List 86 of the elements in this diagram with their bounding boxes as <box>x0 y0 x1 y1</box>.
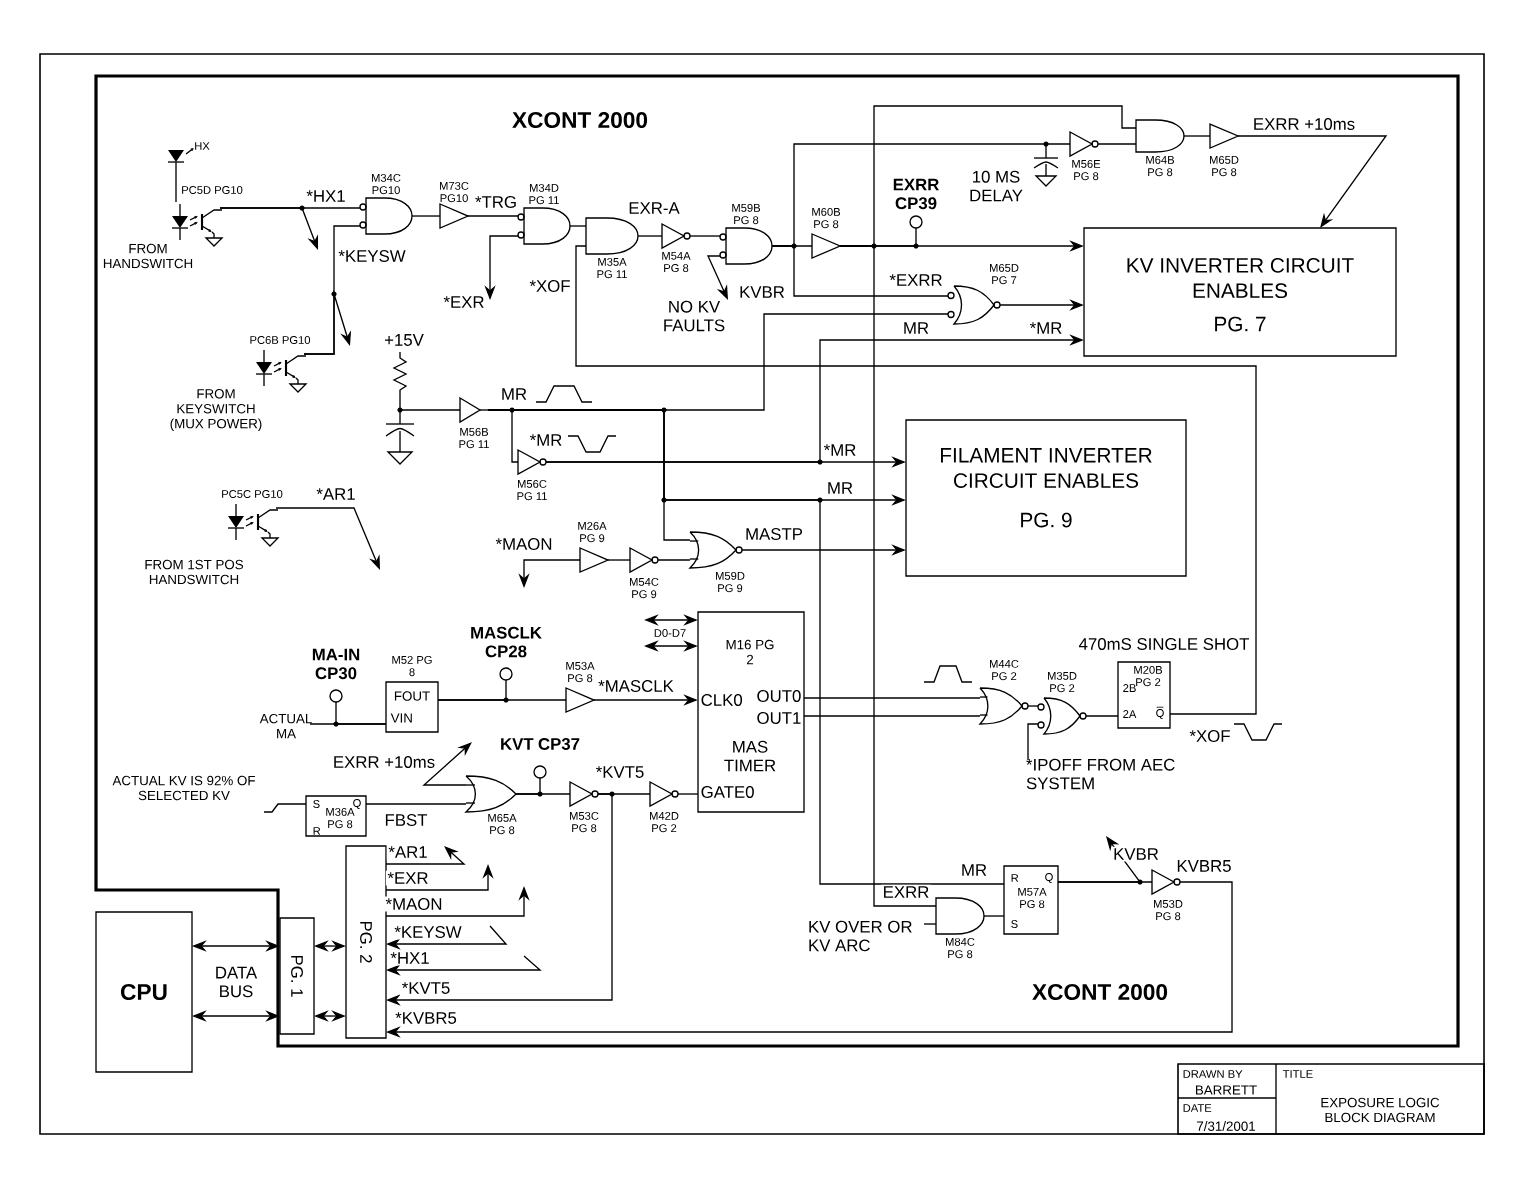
wire <box>569 225 587 227</box>
label: XCONT 2000 <box>1032 984 1168 1001</box>
arrow <box>422 742 472 786</box>
edge-label: MASTP <box>743 526 805 542</box>
edge-label: *KVT5 <box>594 764 646 780</box>
wire <box>365 803 467 805</box>
connector-box: PG. 2 <box>345 845 387 1039</box>
edge-label: MR <box>901 320 931 336</box>
edge-label: *MAON <box>493 536 555 552</box>
signal-text: NO KV FAULTS <box>664 300 725 332</box>
edge-label: *AR1 <box>314 486 358 502</box>
edge-label: *MAON <box>383 896 445 912</box>
wire <box>1027 723 1039 761</box>
arrow <box>1057 836 1142 883</box>
cpu-box: CPU <box>95 911 193 1073</box>
label: 10 MS DELAY <box>970 170 1023 202</box>
signal-text: *IPOFF FROM AEC SYSTEM <box>1026 758 1175 790</box>
edge-label: *AR1 <box>386 844 430 860</box>
edge-label: EXR-A <box>626 200 682 216</box>
wire <box>803 715 981 717</box>
node-label: EXRR CP39 <box>893 178 939 210</box>
arrow <box>303 289 352 355</box>
wire <box>983 915 1005 917</box>
label: 470mS SINGLE SHOT <box>1078 638 1250 650</box>
edge-label: *XOF <box>1187 728 1233 744</box>
wire <box>263 803 307 813</box>
wire <box>487 409 1005 885</box>
node-label: KVT CP37 <box>501 738 580 750</box>
wire <box>515 793 571 795</box>
edge-label: MR <box>959 862 989 878</box>
edge-label: KVBR <box>737 284 787 300</box>
edge-label: *KEYSW <box>336 248 408 264</box>
wire <box>1085 715 1119 717</box>
edge-label: *TRG <box>473 194 519 210</box>
wire <box>677 793 699 795</box>
wire <box>411 215 441 217</box>
wire <box>467 215 519 217</box>
label: KVBR5 <box>1177 860 1231 872</box>
label: *MR <box>529 434 562 446</box>
test-point: MASCLK CP28 <box>471 626 542 681</box>
wire <box>771 245 949 297</box>
edge-label: *MR <box>1028 320 1064 336</box>
wire <box>1027 705 1039 707</box>
wire <box>637 235 663 237</box>
edge-label: *HX1 <box>304 188 348 204</box>
block-box: KV INVERTER CIRCUIT ENABLES PG. 7 <box>1083 227 1397 357</box>
edge-label: *EXR <box>441 294 487 310</box>
connector-box: PG. 1 <box>279 917 315 1035</box>
arrow <box>1237 135 1388 228</box>
edge-label: *HX1 <box>388 950 432 966</box>
wire <box>689 235 721 237</box>
edge-label: *MR <box>822 442 858 458</box>
wire <box>839 245 937 907</box>
edge-label: KVBR <box>1111 846 1161 862</box>
edge-label: *KVT5 <box>400 980 452 996</box>
label: DATA BUS <box>216 966 258 998</box>
edge-label: *KVBR5 <box>393 1010 459 1026</box>
signal-text: KV OVER OR KV ARC <box>809 920 912 952</box>
test-point: EXRR CP39 <box>893 178 939 229</box>
edge-label: EXRR +10ms <box>331 754 437 770</box>
wire <box>607 559 631 561</box>
wire <box>803 697 981 699</box>
edge-label: FBST <box>382 812 430 828</box>
edge-label: MR <box>825 480 855 496</box>
edge-label: *EXRR <box>887 272 945 288</box>
edge-label: *EXR <box>385 870 431 886</box>
wire <box>575 245 1257 715</box>
edge-label: *MASCLK <box>596 678 676 694</box>
arrow <box>385 846 466 865</box>
label: +15V <box>385 334 424 346</box>
edge-label: EXRR +10ms <box>1251 116 1357 132</box>
test-point: MA-IN CP30 <box>312 648 360 703</box>
block-box: FILAMENT INVERTER CIRCUIT ENABLES PG. 9 <box>905 419 1187 577</box>
wire <box>1183 135 1211 137</box>
label: MR <box>502 388 527 400</box>
wire <box>1097 143 1137 145</box>
wire <box>309 723 387 725</box>
node-label: MA-IN CP30 <box>312 648 360 680</box>
node-label: MASCLK CP28 <box>471 626 542 658</box>
test-point: KVT CP37 <box>501 738 580 779</box>
label: XCONT 2000 <box>512 112 648 128</box>
edge-label: *KEYSW <box>392 924 464 940</box>
wire <box>923 923 937 925</box>
wire <box>657 559 691 561</box>
label: *XOF <box>529 280 570 292</box>
wire <box>437 699 567 701</box>
